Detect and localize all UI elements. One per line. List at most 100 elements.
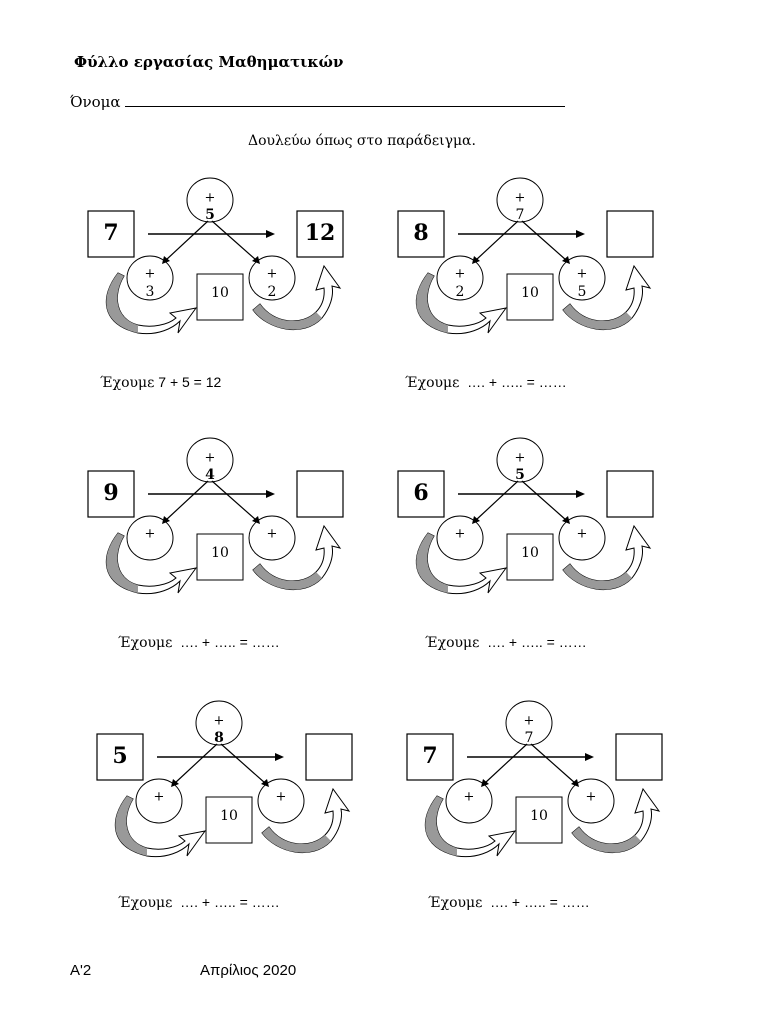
result-box[interactable] bbox=[305, 733, 353, 781]
split-arrow-right-head bbox=[562, 256, 570, 264]
left-plus: + bbox=[144, 266, 156, 282]
add-plus: + bbox=[523, 713, 535, 729]
right-split-circle[interactable] bbox=[558, 255, 606, 301]
left-split-circle[interactable] bbox=[436, 515, 484, 561]
add-number: 7 bbox=[524, 730, 534, 746]
start-box bbox=[397, 210, 445, 258]
split-arrow-right bbox=[521, 220, 567, 261]
start-box bbox=[96, 733, 144, 781]
split-arrow-right bbox=[220, 743, 266, 784]
result-box[interactable] bbox=[615, 733, 663, 781]
equation-word: Έχουμε bbox=[100, 375, 155, 391]
curved-arrow-right-shade bbox=[262, 827, 331, 853]
equation-text[interactable]: …. + ….. = …… bbox=[172, 894, 280, 910]
left-split-circle[interactable] bbox=[445, 778, 493, 824]
add-plus: + bbox=[204, 190, 216, 206]
left-plus: + bbox=[454, 266, 466, 282]
start-number: 7 bbox=[103, 220, 119, 246]
start-number: 8 bbox=[413, 220, 429, 246]
result-box[interactable] bbox=[296, 470, 344, 518]
name-blank[interactable] bbox=[124, 92, 565, 107]
instruction: Δουλεύω όπως στο παράδειγμα. bbox=[248, 133, 476, 149]
split-arrow-right-head bbox=[571, 779, 579, 787]
left-number: 3 bbox=[145, 284, 155, 300]
right-split-circle[interactable] bbox=[248, 255, 296, 301]
ten-label: 10 bbox=[220, 808, 238, 824]
main-arrow-head bbox=[576, 230, 585, 238]
left-number: 2 bbox=[455, 284, 465, 300]
add-number: 5 bbox=[205, 207, 215, 223]
left-plus: + bbox=[153, 789, 165, 805]
equation-4: Έχουμε …. + ….. = …… bbox=[425, 634, 587, 651]
equation-word: Έχουμε bbox=[118, 895, 173, 911]
ten-box bbox=[205, 796, 253, 844]
ten-box bbox=[196, 273, 244, 321]
equation-text[interactable]: 7 + 5 = 12 bbox=[154, 374, 222, 390]
right-plus: + bbox=[576, 266, 588, 282]
right-plus: + bbox=[266, 266, 278, 282]
equation-1: Έχουμε 7 + 5 = 12 bbox=[100, 374, 221, 391]
ten-box bbox=[506, 533, 554, 581]
right-split-circle[interactable] bbox=[567, 778, 615, 824]
curved-arrow-left-shade bbox=[115, 796, 147, 856]
split-arrow-right-head bbox=[252, 256, 260, 264]
result-box[interactable] bbox=[296, 210, 344, 258]
add-circle bbox=[195, 700, 243, 746]
add-circle bbox=[496, 437, 544, 483]
right-split-circle[interactable] bbox=[257, 778, 305, 824]
ten-label: 10 bbox=[211, 285, 229, 301]
equation-text[interactable]: …. + ….. = …… bbox=[459, 374, 567, 390]
left-split-circle[interactable] bbox=[436, 255, 484, 301]
split-arrow-left bbox=[475, 220, 519, 261]
left-plus: + bbox=[463, 789, 475, 805]
add-plus: + bbox=[514, 190, 526, 206]
equation-text[interactable]: …. + ….. = …… bbox=[479, 634, 587, 650]
start-box bbox=[87, 210, 135, 258]
curved-arrow-right-shade bbox=[563, 304, 632, 330]
ten-label: 10 bbox=[521, 545, 539, 561]
add-circle bbox=[186, 177, 234, 223]
curved-arrow-right-shade bbox=[253, 564, 322, 590]
exercise-1: 7 12 + 5 + 3 + 2 10 bbox=[87, 177, 388, 368]
right-plus: + bbox=[266, 526, 278, 542]
split-arrow-left bbox=[165, 480, 209, 521]
right-plus: + bbox=[275, 789, 287, 805]
left-plus: + bbox=[454, 526, 466, 542]
split-arrow-right bbox=[530, 743, 576, 784]
start-number: 6 bbox=[413, 480, 429, 506]
equation-word: Έχουμε bbox=[428, 895, 483, 911]
left-split-circle[interactable] bbox=[126, 255, 174, 301]
split-arrow-right bbox=[211, 220, 257, 261]
curved-arrow-left-shade bbox=[425, 796, 457, 856]
main-arrow-head bbox=[266, 490, 275, 498]
right-number: 2 bbox=[267, 284, 277, 300]
start-number: 5 bbox=[112, 743, 128, 769]
ten-box bbox=[515, 796, 563, 844]
equation-word: Έχουμε bbox=[118, 635, 173, 651]
equation-word: Έχουμε bbox=[405, 375, 460, 391]
split-arrow-left-head bbox=[162, 516, 170, 524]
add-number: 8 bbox=[214, 730, 224, 746]
left-split-circle[interactable] bbox=[126, 515, 174, 561]
main-arrow-head bbox=[275, 753, 284, 761]
start-number: 7 bbox=[422, 743, 438, 769]
right-split-circle[interactable] bbox=[248, 515, 296, 561]
equation-text[interactable]: …. + ….. = …… bbox=[482, 894, 590, 910]
result-box[interactable] bbox=[606, 210, 654, 258]
start-box bbox=[406, 733, 454, 781]
exercise-4: 6 + 5 + + 10 bbox=[397, 437, 698, 628]
exercise-diagram bbox=[96, 700, 353, 858]
right-split-circle[interactable] bbox=[558, 515, 606, 561]
start-number: 9 bbox=[103, 480, 119, 506]
split-arrow-left-head bbox=[472, 256, 480, 264]
exercise-diagram bbox=[87, 177, 344, 335]
name-label: Όνομα bbox=[70, 93, 121, 111]
split-arrow-right bbox=[211, 480, 257, 521]
ten-label: 10 bbox=[521, 285, 539, 301]
split-arrow-right-head bbox=[562, 516, 570, 524]
left-split-circle[interactable] bbox=[135, 778, 183, 824]
split-arrow-left-head bbox=[472, 516, 480, 524]
equation-text[interactable]: …. + ….. = …… bbox=[172, 634, 280, 650]
curved-arrow-right-shade bbox=[572, 827, 641, 853]
result-box[interactable] bbox=[606, 470, 654, 518]
